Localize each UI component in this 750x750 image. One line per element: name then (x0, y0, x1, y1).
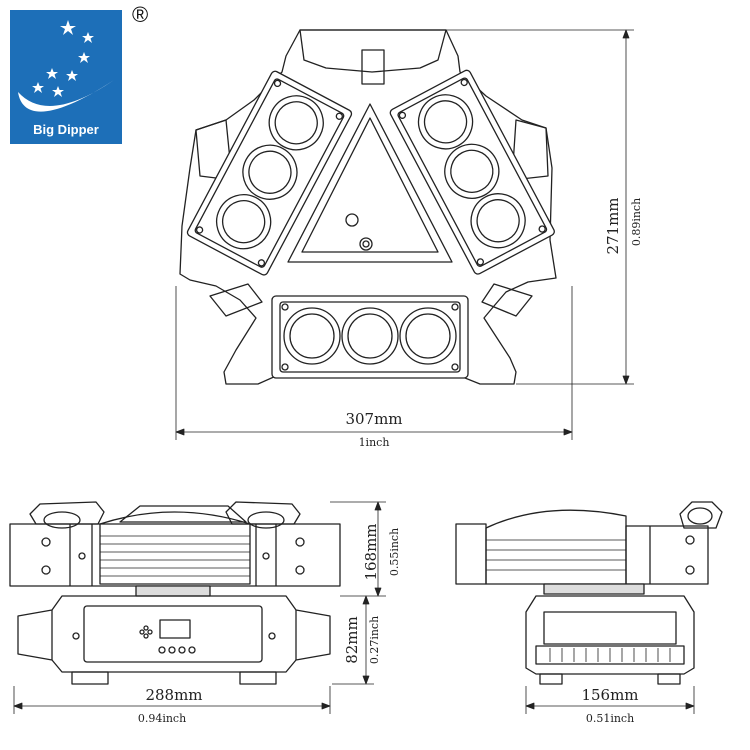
lcd-display-icon (159, 619, 191, 639)
center-bolt (362, 240, 370, 248)
top-width-inch: 1inch (359, 436, 390, 449)
foot (239, 671, 277, 685)
side-view (455, 501, 723, 714)
side-width-mm: 156mm (581, 686, 638, 704)
front-view (9, 501, 386, 714)
center-bolt (345, 213, 359, 227)
lens-icon (43, 511, 81, 529)
star-icon (66, 70, 78, 81)
top-view-dimensions (175, 29, 634, 440)
lens-icon (470, 193, 526, 249)
foot (71, 671, 109, 685)
button-icon (178, 646, 186, 654)
registered-mark: ® (132, 2, 149, 27)
left-lower-arm (209, 283, 263, 317)
barrel-fins (100, 535, 250, 577)
front-head-body (9, 523, 341, 587)
side-base (525, 595, 695, 675)
front-width-inch: 0.94inch (138, 712, 186, 725)
top-width-mm: 307mm (345, 410, 402, 428)
side-barrel (485, 509, 627, 585)
side-head-left (455, 523, 487, 585)
top-handle (361, 49, 385, 85)
top-view (175, 29, 634, 440)
foot (539, 673, 563, 685)
vent-slots (549, 648, 671, 662)
center-bolt (359, 237, 373, 251)
center-triangle (287, 103, 453, 263)
front-barrel (99, 511, 251, 585)
side-head-right (625, 525, 709, 585)
side-barrel-fins (486, 539, 626, 571)
brand-name: Big Dipper (33, 122, 99, 137)
star-icon (52, 86, 64, 97)
star-icon (82, 32, 94, 43)
lens-icon (242, 144, 298, 200)
left-head-bar (186, 70, 353, 276)
button-icon (168, 646, 176, 654)
side-view-dimensions (525, 686, 695, 714)
lens-icon (283, 307, 341, 365)
base-height-inch: 0.27inch (368, 616, 381, 664)
side-width-inch: 0.51inch (586, 712, 634, 725)
control-panel (83, 605, 263, 663)
top-height-inch: 0.89inch (630, 198, 643, 246)
lens-icon (417, 94, 474, 150)
star-icon (60, 20, 76, 35)
big-dipper-stars-swoosh-icon (18, 20, 114, 112)
button-icon (188, 646, 196, 654)
side-yoke-gear (543, 583, 645, 595)
top-height-mm: 271mm (604, 197, 622, 254)
star-icon (46, 68, 58, 79)
head-height-mm: 168mm (362, 523, 380, 580)
right-head-bar (389, 69, 555, 275)
dpad-icon (139, 625, 153, 639)
lens-icon (216, 194, 272, 250)
button-icon (158, 646, 166, 654)
yoke-gear (135, 585, 211, 597)
center-triangle-inner (301, 117, 439, 253)
front-width-mm: 288mm (145, 686, 202, 704)
lens-icon (268, 95, 324, 151)
lens-icon (247, 511, 285, 529)
top-lens-housing (299, 29, 447, 73)
lens-icon (399, 307, 457, 365)
star-icon (32, 82, 44, 93)
lens-icon (341, 307, 399, 365)
swoosh-icon (18, 80, 114, 112)
lens-icon (687, 507, 713, 525)
star-icon (78, 52, 90, 63)
brand-logo: Big Dipper (10, 10, 122, 144)
base-height-mm: 82mm (343, 616, 361, 664)
foot (657, 673, 681, 685)
right-lower-arm (481, 283, 533, 317)
head-height-inch: 0.55inch (388, 528, 401, 576)
bottom-head-bar (271, 295, 469, 379)
lens-icon (444, 143, 500, 199)
front-base (17, 595, 331, 673)
front-view-dimensions (13, 501, 386, 714)
